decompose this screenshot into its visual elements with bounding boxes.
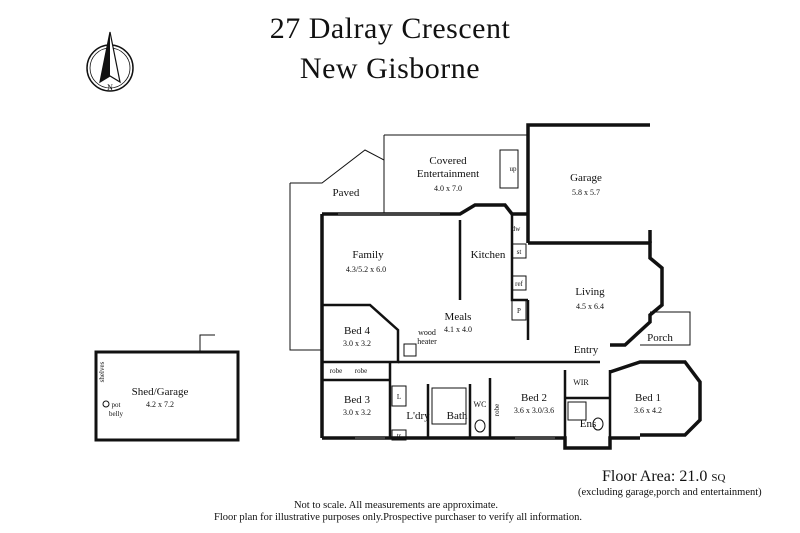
- compass-icon: N: [86, 31, 134, 92]
- linen-label: L: [397, 393, 401, 401]
- pantry-label: P: [517, 307, 521, 315]
- fridge-label: ref: [515, 280, 523, 288]
- living-dims: 4.5 x 6.4: [576, 302, 604, 311]
- shed-outline: [94, 334, 240, 442]
- laundry-label: L'dry: [406, 410, 430, 422]
- entertainment-label: Entertainment: [417, 168, 479, 180]
- robe-label-bed3: robe: [330, 367, 342, 375]
- garage-dims: 5.8 x 5.7: [572, 188, 600, 197]
- dishwasher-label: dw: [512, 225, 522, 233]
- bed4-dims: 3.0 x 3.2: [343, 339, 371, 348]
- family-label: Family: [352, 249, 384, 261]
- floor-area-unit: SQ: [711, 472, 726, 484]
- shelves-label: shelves: [98, 361, 106, 382]
- porch-label: Porch: [647, 332, 673, 344]
- bed4-label: Bed 4: [344, 325, 370, 337]
- living-label: Living: [575, 286, 605, 298]
- bed2-dims: 3.6 x 3.0/3.6: [514, 406, 554, 415]
- bath-label: Bath: [447, 410, 468, 422]
- wc-label: WC: [474, 400, 487, 409]
- shed-dims: 4.2 x 7.2: [146, 400, 174, 409]
- meals-label: Meals: [445, 311, 472, 323]
- robe-label-bed2: robe: [493, 404, 501, 416]
- property-address-line2: New Gisborne: [299, 52, 481, 85]
- floor-area-value: Floor Area: 21.0: [602, 468, 708, 485]
- stove-label: st: [517, 248, 522, 256]
- floor-area: Floor Area: 21.0 SQ: [602, 468, 725, 486]
- bed3-label: Bed 3: [344, 394, 370, 406]
- paved-label: Paved: [333, 187, 360, 199]
- bed1-label: Bed 1: [635, 392, 661, 404]
- compass-label: N: [107, 83, 113, 92]
- pot-label: pot: [112, 401, 121, 409]
- stairs-up-label: up: [510, 165, 518, 173]
- meals-dims: 4.1 x 4.0: [444, 325, 472, 334]
- bed2-label: Bed 2: [521, 392, 547, 404]
- belly-label: belly: [109, 410, 123, 418]
- property-address-line1: 27 Dalray Crescent: [269, 12, 511, 45]
- floor-area-note: (excluding garage,porch and entertainmen…: [578, 487, 762, 498]
- entry-label: Entry: [574, 344, 599, 356]
- bed1-dims: 3.6 x 4.2: [634, 406, 662, 415]
- heater-label: heater: [417, 337, 437, 346]
- bed3-dims: 3.0 x 3.2: [343, 408, 371, 417]
- ensuite-label: Ens: [580, 418, 597, 430]
- wir-label: WIR: [573, 378, 589, 387]
- disclaimer-line2: Floor plan for illustrative purposes onl…: [214, 512, 582, 523]
- wood-label: wood: [418, 328, 436, 337]
- robe-label-bed4: robe: [355, 367, 367, 375]
- trough-label: tr: [397, 432, 402, 440]
- covered-label: Covered: [429, 155, 467, 167]
- garage-label: Garage: [570, 172, 602, 184]
- family-dims: 4.3/5.2 x 6.0: [346, 265, 386, 274]
- covered-dims: 4.0 x 7.0: [434, 184, 462, 193]
- disclaimer-line1: Not to scale. All measurements are appro…: [293, 500, 499, 511]
- shed-label: Shed/Garage: [132, 386, 189, 398]
- kitchen-label: Kitchen: [471, 249, 506, 261]
